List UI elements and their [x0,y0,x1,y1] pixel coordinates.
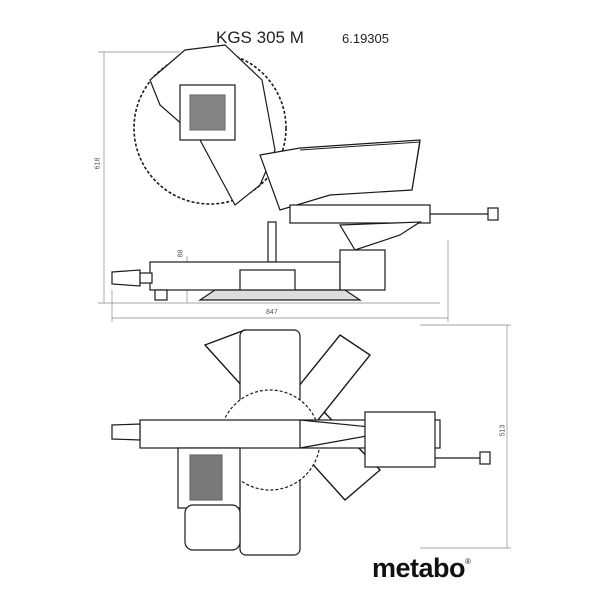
metabo-logo: metabo® [372,553,471,583]
dimension-width: 513 [499,424,507,437]
plug [487,207,499,221]
slide-rail [289,204,431,224]
handle [259,139,421,211]
dimension-height: 618 [94,157,102,170]
extension-handle [111,269,141,287]
article-number: 6.19305 [342,31,389,46]
top-view [111,329,491,556]
dimension-lines [98,51,511,549]
dimension-table-height: 88 [177,249,185,258]
dimension-length: 847 [266,309,278,316]
side-view [111,44,499,301]
model-title: KGS 305 M [216,28,304,47]
